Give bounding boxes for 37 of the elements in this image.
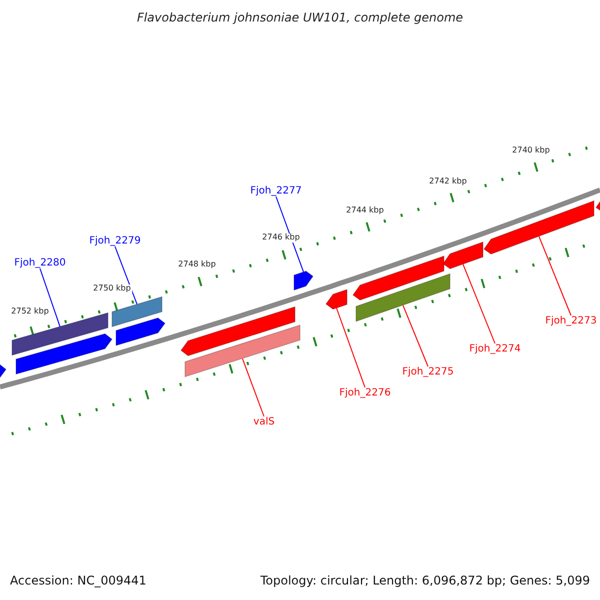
gene-feature <box>352 255 444 301</box>
footer-text: Topology: circular; Length: 6,096,872 bp; Genes: 5,099 <box>260 574 590 588</box>
gene-feature <box>442 241 484 270</box>
gene-feature <box>16 333 113 375</box>
scale-label: 2750 kbp <box>92 284 132 294</box>
gene-label: Fjoh_2279 <box>89 236 141 246</box>
gene-feature <box>294 270 314 291</box>
gene-label: Fjoh_2276 <box>339 388 391 398</box>
scale-label: 2744 kbp <box>345 206 385 216</box>
title: Flavobacterium johnsoniae UW101, complete genome <box>136 11 464 25</box>
gene-block <box>184 324 300 378</box>
leader-line <box>538 236 572 316</box>
gene-feature <box>116 317 166 346</box>
scale-label: 2740 kbp <box>511 146 551 156</box>
gene-feature <box>180 306 296 356</box>
gene-label: Fjoh_2280 <box>14 258 66 268</box>
gene-label: Fjoh_2274 <box>469 344 521 354</box>
gene-block <box>356 273 450 322</box>
leader-line <box>336 308 366 388</box>
leader-line <box>114 246 138 305</box>
gene-label: Fjoh_2273 <box>545 316 597 326</box>
leader-line <box>276 196 304 272</box>
footer-text: Accession: NC_009441 <box>10 574 146 588</box>
gene-label: Fjoh_2277 <box>250 186 302 196</box>
leader-line <box>402 304 428 367</box>
leader-line <box>40 268 60 328</box>
gene-block <box>112 296 162 328</box>
gene-feature <box>483 200 594 255</box>
scale-label: 2748 kbp <box>177 260 217 270</box>
leader-line <box>242 358 264 417</box>
gene-feature <box>325 288 348 310</box>
scale-label: 2752 kbp <box>10 308 50 316</box>
scale-label: 2742 kbp <box>428 178 468 186</box>
gene-label: valS <box>253 416 275 428</box>
leader-line <box>462 264 496 344</box>
scale-label: 2746 kbp <box>261 234 301 242</box>
gene-label: Fjoh_2275 <box>402 366 454 378</box>
